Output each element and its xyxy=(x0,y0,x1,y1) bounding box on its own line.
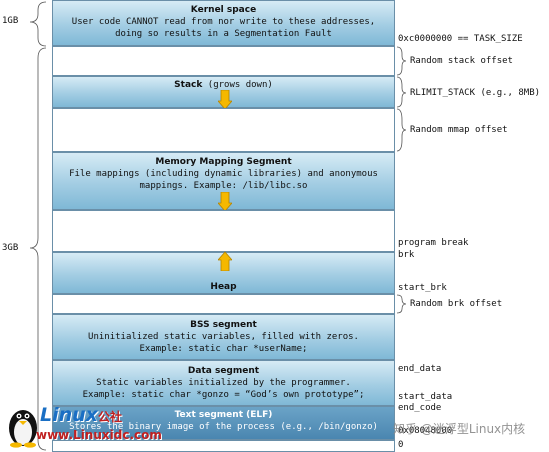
data-desc-1: Static variables initialized by the prog… xyxy=(96,378,351,388)
kernel-space-title: Kernel space xyxy=(190,5,257,15)
brk-label: brk xyxy=(398,250,415,260)
mmap-grows-down-arrow xyxy=(218,192,232,212)
heap-title: Heap xyxy=(210,282,237,292)
text-start-address-label: 0x08048000 xyxy=(398,426,453,436)
right-brackets xyxy=(396,46,407,314)
stack-note: (grows down) xyxy=(202,80,273,90)
start-brk-label: start_brk xyxy=(398,283,447,293)
data-segment: Data segment Static variables initialize… xyxy=(52,360,395,406)
bss-desc-1: Uninitialized static variables, filled w… xyxy=(88,332,359,342)
bss-segment: BSS segment Uninitialized static variabl… xyxy=(52,314,395,360)
start-data-label: start_data xyxy=(398,392,453,402)
free-gap xyxy=(52,210,395,252)
kernel-space-desc-1: User code CANNOT read from nor write to … xyxy=(71,17,376,27)
random-stack-offset-label: Random stack offset xyxy=(410,56,513,66)
watermark-zhihu: 知乎 @迷浮型Linux内核 xyxy=(393,422,526,436)
stack-title-line: Stack (grows down) xyxy=(174,80,273,90)
data-desc-2: Example: static char *gonzo = “God’s own… xyxy=(82,390,365,400)
data-title: Data segment xyxy=(187,366,260,376)
end-code-label: end_code xyxy=(398,403,442,413)
text-title: Text segment (ELF) xyxy=(174,410,273,420)
end-data-label: end_data xyxy=(398,364,442,374)
mmap-desc-2: mappings. Example: /lib/libc.so xyxy=(139,181,308,191)
random-stack-gap xyxy=(52,46,395,76)
size-bracket-kernel xyxy=(29,1,47,451)
bss-desc-2: Example: static char *userName; xyxy=(139,344,308,354)
random-brk-gap xyxy=(52,294,395,314)
rlimit-stack-label: RLIMIT_STACK (e.g., 8MB) xyxy=(410,88,541,98)
task-size-label: 0xc0000000 == TASK_SIZE xyxy=(398,34,523,44)
program-break-label: program break xyxy=(398,238,469,248)
random-mmap-gap xyxy=(52,108,395,152)
stack-title: Stack xyxy=(174,80,203,90)
heap-grows-up-arrow xyxy=(218,251,232,271)
watermark-brand-text: Linux xyxy=(40,404,98,426)
watermark-brand-cn: 公社 xyxy=(97,410,122,424)
random-brk-offset-label: Random brk offset xyxy=(410,299,503,309)
watermark-brand: Linux公社 xyxy=(40,404,122,426)
random-mmap-offset-label: Random mmap offset xyxy=(410,125,508,135)
mmap-desc-1: File mappings (including dynamic librari… xyxy=(69,169,378,179)
kernel-size-label: 1GB xyxy=(2,16,19,26)
mmap-title: Memory Mapping Segment xyxy=(155,157,292,167)
watermark-url: www.Linuxidc.com xyxy=(36,428,162,442)
text-desc-1: Stores the binary image of the process (… xyxy=(69,422,378,432)
text-segment: Text segment (ELF) Stores the binary ima… xyxy=(52,406,395,440)
zero-address-label: 0 xyxy=(398,440,404,450)
user-size-label: 3GB xyxy=(2,243,19,253)
bss-title: BSS segment xyxy=(190,320,257,330)
penguin-logo-icon xyxy=(9,410,37,448)
kernel-space-desc-2: doing so results in a Segmentation Fault xyxy=(115,29,332,39)
kernel-space-segment: Kernel space User code CANNOT read from … xyxy=(52,0,395,46)
stack-grows-down-arrow xyxy=(218,90,232,110)
